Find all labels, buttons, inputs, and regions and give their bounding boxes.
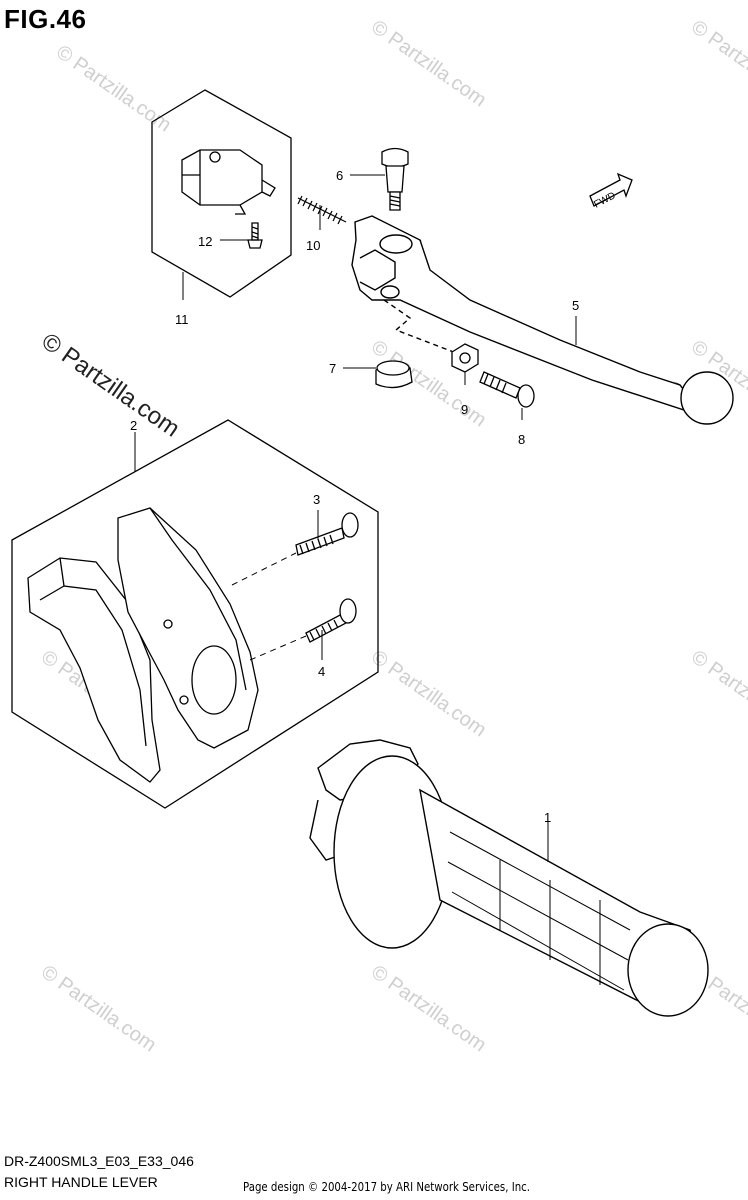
model-code: DR-Z400SML3_E03_E33_046 [4, 1153, 194, 1169]
switch-kit-box [151, 89, 292, 298]
nut-cap [375, 360, 413, 389]
callout-5: 5 [572, 298, 579, 313]
watermark: © Partzilla.com [37, 961, 160, 1056]
callout-1: 1 [544, 810, 551, 825]
callout-12: 12 [198, 234, 212, 249]
watermark-dark: © Partzilla.com [37, 328, 185, 443]
callout-6: 6 [336, 168, 343, 183]
callout-11: 11 [175, 312, 189, 327]
lever-holder-halves [27, 507, 259, 783]
callout-3: 3 [313, 492, 320, 507]
watermark: © Partzilla.com [367, 646, 490, 741]
watermark: © Partzilla.com [367, 961, 490, 1056]
leader-lines-dashed [231, 552, 307, 661]
callout-8: 8 [518, 432, 525, 447]
lever-bolt [479, 371, 535, 408]
figure-title: FIG.46 [4, 4, 87, 34]
callout-2: 2 [130, 418, 137, 433]
watermark: © Partzilla.com [687, 646, 748, 741]
forward-arrow-icon: FWD [589, 172, 633, 211]
holder-box [11, 419, 379, 809]
leader-lines [134, 174, 577, 862]
section-name: RIGHT HANDLE LEVER [4, 1174, 158, 1190]
nut [451, 343, 479, 373]
holder-screws [295, 512, 359, 643]
callout-10: 10 [306, 238, 320, 253]
spring [297, 195, 347, 225]
pivot-bolt [381, 147, 409, 211]
callout-9: 9 [461, 402, 468, 417]
handle-grip [309, 739, 709, 1017]
watermark: © Partzilla.com [367, 16, 490, 111]
watermark: © Partzilla.com [687, 16, 748, 111]
copyright-credit: Page design © 2004-2017 by ARI Network S… [243, 1180, 531, 1194]
watermark: © Partzilla.com [52, 41, 175, 136]
callout-4: 4 [318, 664, 325, 679]
callout-7: 7 [329, 361, 336, 376]
brake-lever [351, 215, 734, 425]
